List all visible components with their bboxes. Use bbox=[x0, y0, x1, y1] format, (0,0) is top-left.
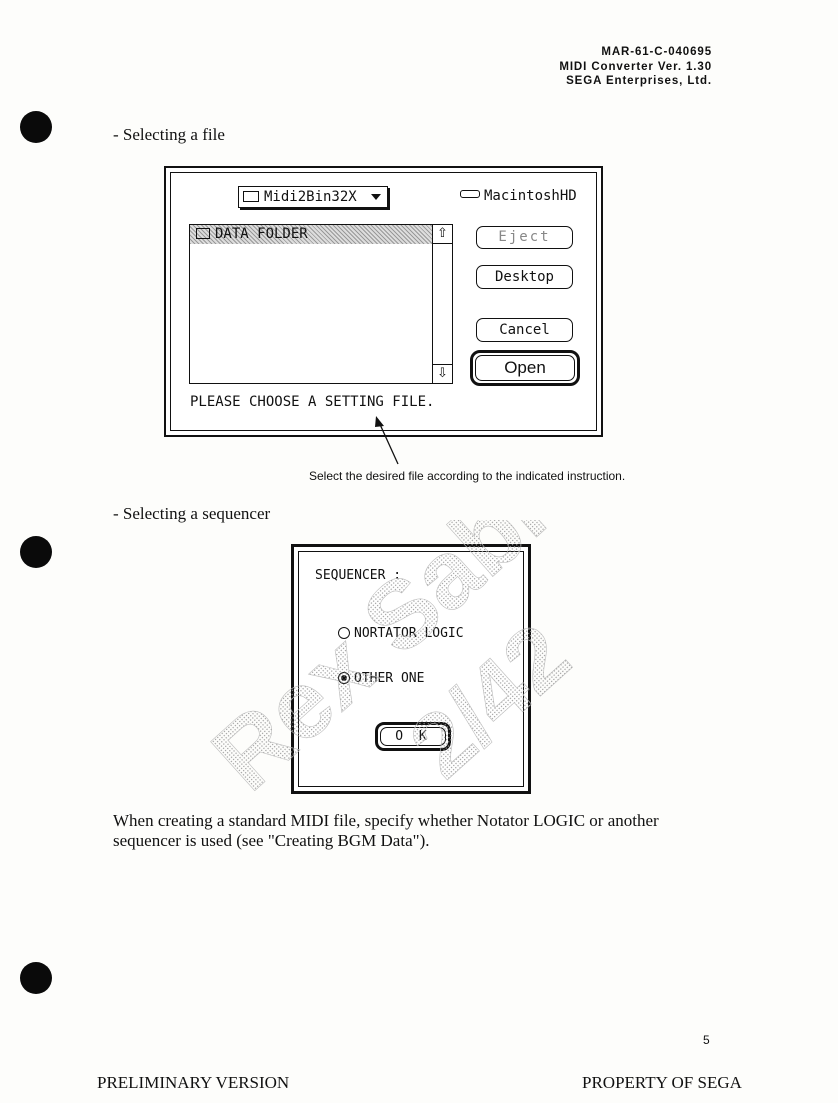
chevron-down-icon bbox=[371, 194, 381, 200]
desktop-button[interactable]: Desktop bbox=[476, 265, 573, 289]
product-name: MIDI Converter Ver. 1.30 bbox=[559, 60, 712, 73]
scroll-down-arrow-icon[interactable]: ⇩ bbox=[433, 364, 452, 383]
dialog-instruction: PLEASE CHOOSE A SETTING FILE. bbox=[190, 394, 435, 410]
open-button-default-ring bbox=[470, 350, 580, 386]
open-button[interactable]: Open bbox=[475, 355, 575, 381]
punch-hole-bottom bbox=[20, 962, 52, 994]
section-title-selecting-sequencer: - Selecting a sequencer bbox=[113, 504, 271, 523]
disk-icon bbox=[460, 190, 480, 198]
folder-popup-menu[interactable]: Midi2Bin32X bbox=[238, 186, 388, 208]
section-title-selecting-file: - Selecting a file bbox=[113, 125, 225, 144]
radio-option-other-one[interactable]: OTHER ONE bbox=[338, 671, 424, 686]
punch-hole-top bbox=[20, 111, 52, 143]
document-header: MAR-61-C-040695 MIDI Converter Ver. 1.30… bbox=[559, 45, 712, 89]
footer-right: PROPERTY OF SEGA bbox=[582, 1073, 742, 1092]
radio-selected-icon[interactable] bbox=[338, 672, 350, 684]
list-item[interactable]: DATA FOLDER bbox=[190, 225, 433, 244]
radio-label: NORTATOR LOGIC bbox=[354, 626, 464, 641]
scrollbar[interactable]: ⇧ ⇩ bbox=[432, 225, 452, 383]
sequencer-label: SEQUENCER : bbox=[315, 568, 402, 583]
ok-button-default-ring bbox=[375, 722, 451, 751]
eject-button[interactable]: Eject bbox=[476, 226, 573, 249]
punch-hole-middle bbox=[20, 536, 52, 568]
figure-caption: Select the desired file according to the… bbox=[309, 469, 626, 483]
sequencer-dialog bbox=[291, 544, 531, 794]
body-paragraph: When creating a standard MIDI file, spec… bbox=[113, 811, 659, 850]
company-name: SEGA Enterprises, Ltd. bbox=[566, 75, 712, 87]
scroll-up-arrow-icon[interactable]: ⇧ bbox=[433, 225, 452, 244]
folder-popup-label: Midi2Bin32X bbox=[264, 189, 357, 205]
page-number: 5 bbox=[703, 1033, 710, 1047]
doc-id: MAR-61-C-040695 bbox=[601, 46, 712, 58]
folder-icon bbox=[243, 191, 259, 202]
pointer-arrow-icon bbox=[375, 416, 399, 465]
radio-unselected-icon[interactable] bbox=[338, 627, 350, 639]
radio-label: OTHER ONE bbox=[354, 671, 425, 686]
file-list[interactable]: DATA FOLDER ⇧ ⇩ bbox=[189, 224, 453, 384]
ok-button[interactable]: O K bbox=[380, 727, 446, 746]
disk-indicator: MacintoshHD bbox=[460, 188, 577, 204]
disk-name: MacintoshHD bbox=[484, 188, 577, 204]
list-item-label: DATA FOLDER bbox=[215, 226, 308, 242]
cancel-button[interactable]: Cancel bbox=[476, 318, 573, 342]
footer-left: PRELIMINARY VERSION bbox=[97, 1073, 290, 1092]
radio-option-nortator-logic[interactable]: NORTATOR LOGIC bbox=[338, 626, 464, 641]
folder-icon bbox=[196, 228, 210, 239]
